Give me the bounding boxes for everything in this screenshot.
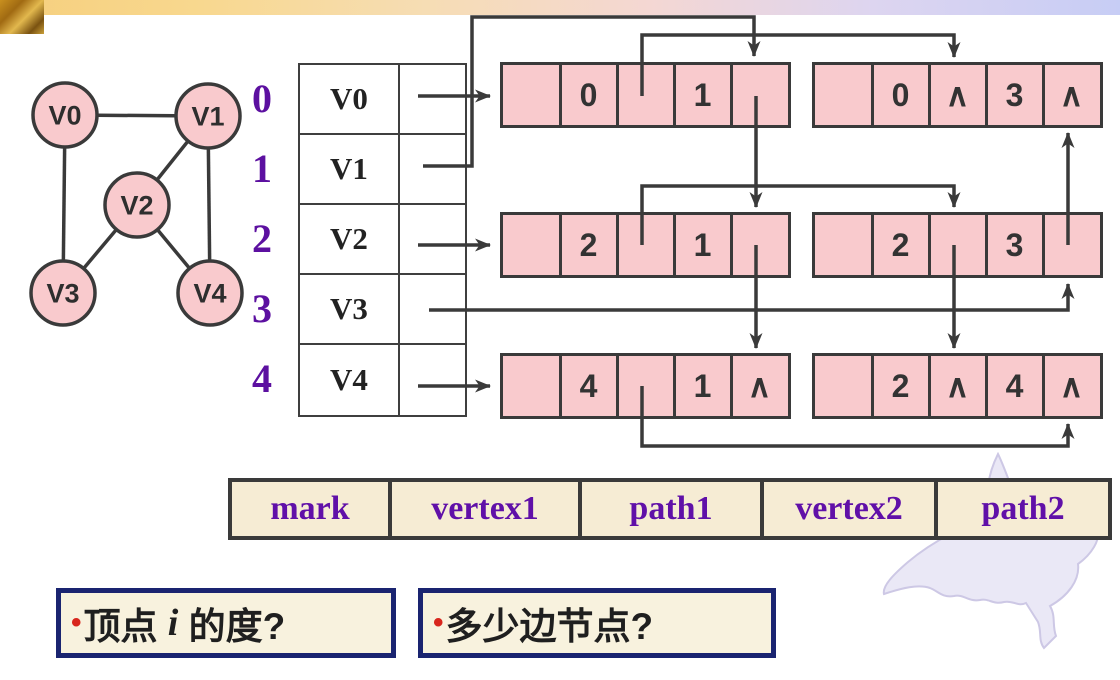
vertex-table-row: V1 bbox=[300, 135, 465, 205]
question-text: 顶点 bbox=[83, 606, 168, 647]
vertex-name: V2 bbox=[300, 205, 400, 273]
vertex-head-pointer-cell bbox=[400, 275, 465, 343]
vertex-table-row: V2 bbox=[300, 205, 465, 275]
graph-vertex-label: V4 bbox=[193, 279, 226, 309]
question-box-edge-count: • 多少边节点? bbox=[418, 588, 776, 658]
edge-node-0-3: 0 ∧ 3 ∧ bbox=[812, 62, 1103, 128]
cell-divider bbox=[984, 215, 988, 275]
vertex-name: V0 bbox=[300, 65, 400, 133]
legend-cell-vertex2: vertex2 bbox=[764, 482, 938, 536]
vertex2-value: 3 bbox=[1005, 226, 1024, 263]
vertex-table-row: V4 bbox=[300, 345, 465, 415]
vertex-head-pointer-cell bbox=[400, 135, 465, 203]
graph-edge-V1-V2 bbox=[135, 114, 210, 207]
graph-vertex-V3 bbox=[29, 259, 97, 327]
vertex1-value: 2 bbox=[579, 226, 598, 263]
vertex1-value: 2 bbox=[891, 226, 910, 263]
graph-edge-V1-V4 bbox=[206, 115, 212, 294]
graph-vertex-label: V0 bbox=[48, 101, 81, 131]
graph-vertex-V0 bbox=[31, 81, 99, 149]
vertex2-value: 1 bbox=[693, 76, 712, 113]
vertex-index: 0 bbox=[252, 75, 272, 121]
vertex-table-row: V0 bbox=[300, 65, 465, 135]
path1-cell: ∧ bbox=[945, 77, 970, 113]
vertex-name: V3 bbox=[300, 275, 400, 343]
path1-cell: ∧ bbox=[945, 368, 970, 404]
cell-divider bbox=[1041, 215, 1045, 275]
edge-node-4-1: 4 1 ∧ bbox=[500, 353, 791, 419]
cell-divider bbox=[615, 356, 619, 416]
vertex2-value: 1 bbox=[693, 226, 712, 263]
graph-vertex-V1 bbox=[174, 82, 242, 150]
cell-divider bbox=[927, 215, 931, 275]
graph-edge-V0-V1 bbox=[64, 113, 209, 118]
graph-edge-V2-V4 bbox=[135, 203, 212, 295]
question-var: i bbox=[167, 602, 179, 644]
pointer-v3-to-edge-node-2-3 bbox=[429, 283, 1075, 312]
question-text: 多少边节点? bbox=[445, 606, 654, 647]
graph-vertex-V2 bbox=[103, 171, 171, 239]
bullet-icon: • bbox=[71, 606, 82, 639]
vertex-name: V1 bbox=[300, 135, 400, 203]
bullet-icon: • bbox=[433, 606, 444, 639]
cell-divider bbox=[870, 215, 874, 275]
graph-vertex-V4 bbox=[176, 259, 244, 327]
vertex-index: 3 bbox=[252, 285, 272, 331]
graph-edge-V2-V3 bbox=[61, 203, 139, 295]
vertex-head-pointer-cell bbox=[400, 65, 465, 133]
graph-vertex-label: V1 bbox=[191, 102, 224, 132]
vertex2-value: 3 bbox=[1005, 76, 1024, 113]
vertex1-value: 0 bbox=[891, 76, 910, 113]
vertex2-value: 4 bbox=[1005, 367, 1024, 404]
question-box-degree: • 顶点 i 的度? bbox=[56, 588, 396, 658]
vertex-index: 4 bbox=[252, 355, 272, 401]
legend-cell-mark: mark bbox=[232, 482, 392, 536]
graph-edge-V0-V3 bbox=[61, 114, 67, 294]
cell-divider bbox=[558, 215, 562, 275]
vertex-index: 1 bbox=[252, 145, 272, 191]
path2-cell: ∧ bbox=[747, 368, 772, 404]
cell-divider bbox=[729, 215, 733, 275]
top-banner bbox=[0, 0, 1120, 15]
vertex-name: V4 bbox=[300, 345, 400, 415]
legend-cell-path2: path2 bbox=[981, 490, 1065, 527]
legend-cell-vertex1: vertex1 bbox=[392, 482, 582, 536]
edge-node-2-4: 2 ∧ 4 ∧ bbox=[812, 353, 1103, 419]
graph-vertex-label: V2 bbox=[120, 191, 153, 221]
graph-vertex-label: V3 bbox=[46, 279, 79, 309]
cell-divider bbox=[672, 215, 676, 275]
vertex-table-row: V3 bbox=[300, 275, 465, 345]
path2-cell: ∧ bbox=[1059, 368, 1084, 404]
cell-divider bbox=[1041, 65, 1045, 125]
cell-divider bbox=[615, 215, 619, 275]
vertex-head-pointer-cell bbox=[400, 345, 465, 415]
vertex1-value: 2 bbox=[891, 367, 910, 404]
legend-cell-path1: path1 bbox=[582, 482, 764, 536]
vertex1-value: 0 bbox=[579, 76, 598, 113]
logo-icon bbox=[0, 0, 44, 34]
vertex-head-pointer-cell bbox=[400, 205, 465, 273]
vertex2-value: 1 bbox=[693, 367, 712, 404]
cell-divider bbox=[558, 356, 562, 416]
vertex1-value: 4 bbox=[579, 367, 598, 404]
cell-divider bbox=[984, 65, 988, 125]
path2-cell: ∧ bbox=[1059, 77, 1084, 113]
question-text: 的度? bbox=[178, 606, 286, 647]
vertex-index: 2 bbox=[252, 215, 272, 261]
